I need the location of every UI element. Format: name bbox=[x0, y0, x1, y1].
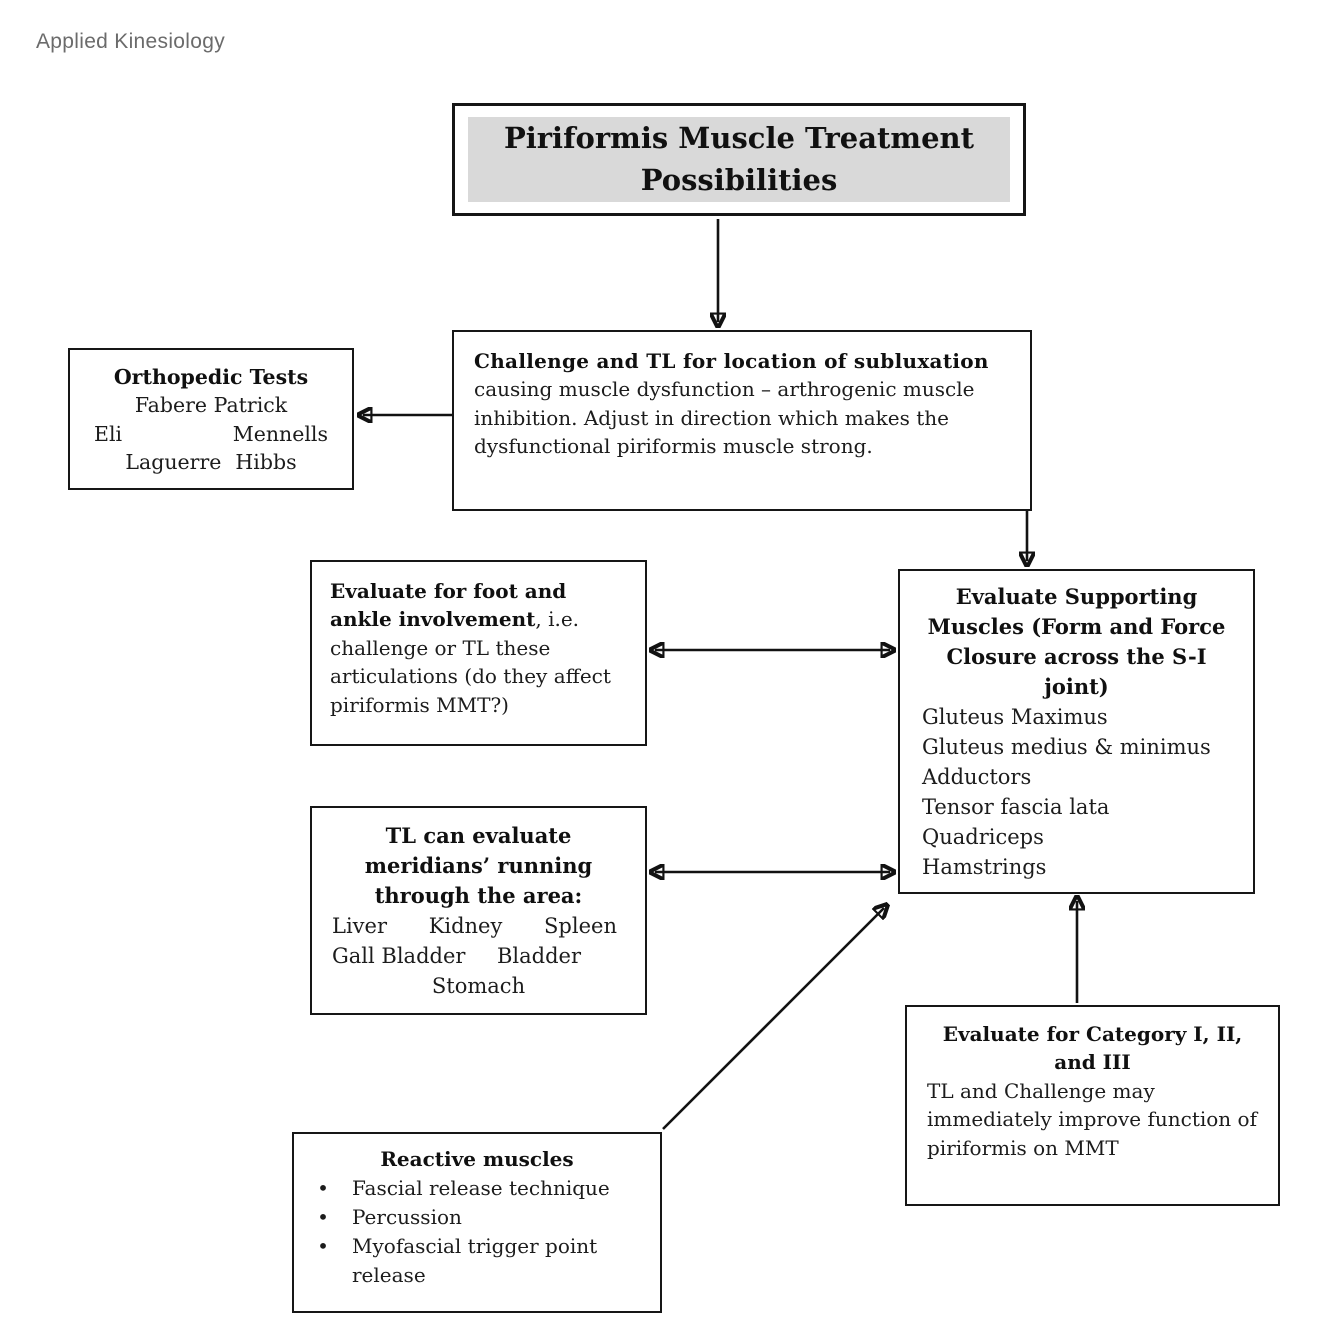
meridians-heading-line: TL can evaluate bbox=[385, 823, 572, 848]
reactive-item: Fascial release technique bbox=[352, 1176, 610, 1200]
reactive-item: Percussion bbox=[352, 1205, 462, 1229]
meridian-bladder: Bladder bbox=[496, 944, 581, 969]
supporting-heading: Evaluate Supporting Muscles (Form and Fo… bbox=[922, 582, 1231, 702]
orthopedic-test-mennells: Mennells bbox=[232, 421, 328, 446]
supporting-heading-line: Closure across the S-I bbox=[946, 644, 1207, 670]
orthopedic-row-2: Eli Mennells bbox=[94, 420, 328, 448]
orthopedic-test-laguerre: Laguerre bbox=[125, 449, 222, 474]
orthopedic-test-hibbs: Hibbs bbox=[235, 449, 297, 474]
meridian-gall-bladder: Gall Bladder bbox=[332, 944, 466, 969]
foot-ankle-text-rest: , i.e. challenge or TL these articulatio… bbox=[330, 607, 611, 717]
challenge-text-bold: Challenge and TL for location of subluxa… bbox=[474, 349, 989, 373]
reactive-item-row: • Percussion bbox=[294, 1203, 646, 1232]
orthopedic-heading: Orthopedic Tests bbox=[113, 365, 309, 389]
title-highlight: Piriformis Muscle Treatment Possibilitie… bbox=[468, 117, 1010, 202]
meridians-row-3: Stomach bbox=[330, 971, 627, 1001]
page-label: Applied Kinesiology bbox=[36, 30, 225, 53]
supporting-muscles-box: Evaluate Supporting Muscles (Form and Fo… bbox=[898, 569, 1255, 894]
foot-ankle-text-bold: Evaluate for foot and ankle involvement bbox=[330, 579, 567, 632]
orthopedic-row-3: Laguerre Hibbs bbox=[94, 448, 328, 476]
reactive-heading: Reactive muscles bbox=[380, 1147, 574, 1171]
bullet-icon: • bbox=[317, 1205, 329, 1229]
challenge-subluxation-box: Challenge and TL for location of subluxa… bbox=[452, 330, 1032, 511]
orthopedic-tests-box: Orthopedic Tests Fabere Patrick Eli Menn… bbox=[68, 348, 354, 490]
reactive-muscles-box: Reactive muscles • Fascial release techn… bbox=[292, 1132, 662, 1313]
meridians-row-1: Liver Kidney Spleen bbox=[330, 911, 627, 941]
orthopedic-test-eli: Eli bbox=[94, 421, 123, 446]
foot-ankle-text: Evaluate for foot and ankle involvement,… bbox=[330, 577, 627, 719]
supporting-heading-line: Muscles (Form and Force bbox=[927, 614, 1226, 640]
arrow-reactive-to-supporting bbox=[662, 908, 884, 1130]
category-heading-line: Evaluate for Category I, II, bbox=[942, 1022, 1243, 1046]
supporting-heading-line: joint) bbox=[1044, 674, 1109, 700]
meridians-heading: TL can evaluate meridians’ running throu… bbox=[330, 821, 627, 911]
muscle-item: Tensor fascia lata bbox=[922, 795, 1110, 820]
muscle-item: Gluteus medius & minimus bbox=[922, 735, 1211, 760]
muscle-item: Hamstrings bbox=[922, 855, 1047, 880]
meridian-stomach: Stomach bbox=[431, 974, 526, 999]
category-heading-line: and III bbox=[1054, 1050, 1131, 1075]
category-box: Evaluate for Category I, II, and III TL … bbox=[905, 1005, 1280, 1206]
challenge-text-rest: causing muscle dysfunction – arthrogenic… bbox=[474, 377, 975, 459]
category-heading: Evaluate for Category I, II, and III bbox=[927, 1020, 1258, 1077]
bullet-icon: • bbox=[317, 1234, 329, 1258]
reactive-item: Myofascial trigger point release bbox=[352, 1234, 598, 1287]
title-line-1: Piriformis Muscle Treatment bbox=[503, 121, 975, 156]
meridians-heading-line: meridians’ running bbox=[364, 853, 593, 879]
orthopedic-row-1: Fabere Patrick bbox=[134, 393, 288, 418]
title-line-2: Possibilities bbox=[640, 162, 838, 197]
reactive-item-row: • Myofascial trigger point release bbox=[294, 1232, 646, 1290]
meridians-heading-line: through the area: bbox=[374, 883, 583, 909]
foot-ankle-box: Evaluate for foot and ankle involvement,… bbox=[310, 560, 647, 746]
muscle-item: Adductors bbox=[922, 765, 1032, 790]
title-box: Piriformis Muscle Treatment Possibilitie… bbox=[452, 103, 1026, 216]
meridians-row-2: Gall Bladder Bladder bbox=[330, 941, 627, 971]
muscle-item: Quadriceps bbox=[922, 825, 1044, 850]
meridian-spleen: Spleen bbox=[544, 914, 617, 939]
category-body: TL and Challenge may immediately improve… bbox=[927, 1078, 1257, 1160]
bullet-icon: • bbox=[317, 1176, 329, 1200]
reactive-item-row: • Fascial release technique bbox=[294, 1174, 646, 1203]
meridians-box: TL can evaluate meridians’ running throu… bbox=[310, 806, 647, 1015]
challenge-text: Challenge and TL for location of subluxa… bbox=[474, 347, 1010, 461]
meridian-kidney: Kidney bbox=[428, 914, 503, 939]
muscle-item: Gluteus Maximus bbox=[922, 705, 1108, 730]
meridian-liver: Liver bbox=[332, 914, 387, 939]
supporting-heading-line: Evaluate Supporting bbox=[955, 584, 1198, 609]
